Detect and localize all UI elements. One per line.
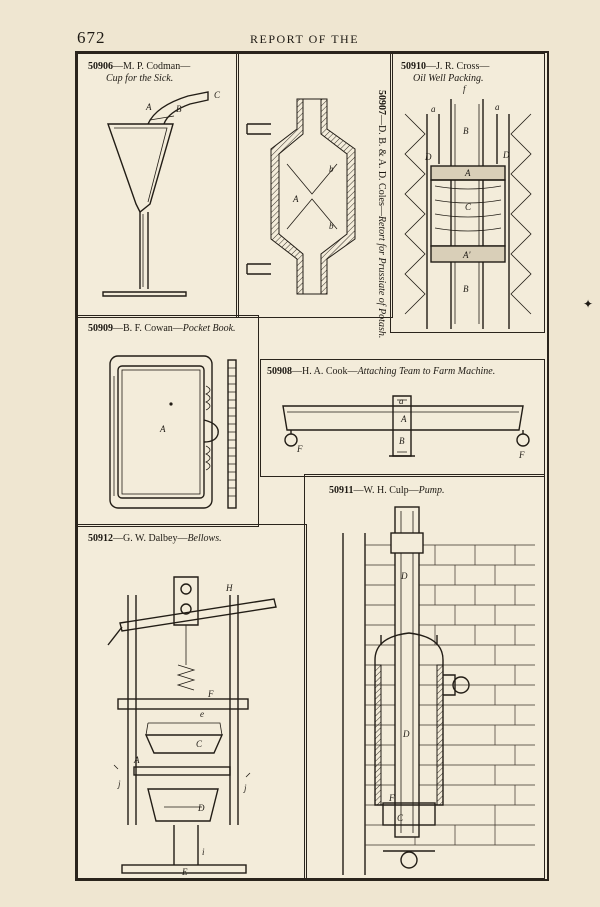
inventor-name: D. B. & A. D. Coles—	[376, 125, 387, 216]
figure-50910-panel: 50910—J. R. Cross— Oil Well Packing. f a…	[390, 53, 545, 333]
figure-50909-caption: 50909—B. F. Cowan—Pocket Book.	[88, 323, 253, 335]
cup-for-sick-drawing: A B C	[102, 90, 221, 297]
label-D: D	[424, 152, 432, 162]
patent-plate-frame: 50906—M. P. Codman— Cup for the Sick. A …	[75, 51, 549, 881]
label-f: f	[463, 84, 467, 94]
separator: —	[292, 366, 302, 377]
invention-title: Pump.	[418, 485, 445, 496]
label-B-lower: B	[463, 284, 469, 294]
invention-title: Bellows.	[187, 533, 222, 544]
label-D: D	[400, 571, 408, 581]
figure-50908-panel: 50908—H. A. Cook—Attaching Team to Farm …	[260, 359, 545, 477]
label-A: A	[145, 102, 152, 112]
label-B: B	[399, 436, 405, 446]
figure-50912-panel: 50912—G. W. Dalbey—Bellows.	[77, 524, 307, 879]
label-F: F	[207, 689, 214, 699]
label-B: B	[463, 126, 469, 136]
label-C: C	[397, 813, 404, 823]
label-A: A	[292, 194, 299, 204]
label-C: C	[196, 739, 203, 749]
invention-title: Pocket Book.	[182, 323, 236, 334]
ink-speck: ✦	[583, 297, 594, 311]
label-A: A	[464, 168, 471, 178]
running-header: REPORT OF THE	[250, 32, 360, 46]
label-B: B	[176, 104, 182, 114]
inventor-name: J. R. Cross—	[436, 61, 490, 72]
invention-title: Attaching Team to Farm Machine.	[357, 366, 496, 377]
figure-50907-caption: 50907—D. B. & A. D. Coles—Retort for Pru…	[375, 90, 387, 338]
page-number: 672	[77, 28, 106, 47]
label-D-lower: D	[402, 729, 410, 739]
separator: —	[353, 485, 364, 496]
inventor-name: M. P. Codman—	[123, 61, 191, 72]
label-C: C	[214, 90, 221, 100]
label-j-right: j	[243, 783, 247, 793]
retort-drawing: A b b	[246, 98, 356, 295]
figure-50911-caption: 50911—W. H. Culp—Pump.	[329, 485, 539, 497]
farm-machine-hitch-drawing: a A B F F	[282, 395, 530, 460]
label-e: e	[200, 709, 204, 719]
bellows-drawing: H F e C A j j D i E	[107, 576, 277, 877]
inventor-name: W. H. Culp—	[363, 485, 419, 496]
separator: —	[376, 115, 387, 125]
label-A-prime: A'	[462, 250, 471, 260]
separator: —	[113, 533, 123, 544]
label-F-right: F	[518, 450, 525, 460]
invention-title: Cup for the Sick.	[106, 73, 174, 84]
label-F: F	[296, 444, 303, 454]
figure-50909-panel: 50909—B. F. Cowan—Pocket Book. A	[77, 315, 259, 527]
label-a: a	[399, 396, 404, 406]
figure-50908-caption: 50908—H. A. Cook—Attaching Team to Farm …	[267, 366, 547, 378]
pocket-book-drawing: A	[109, 355, 237, 509]
label-E: E	[181, 867, 188, 877]
inventor-name: B. F. Cowan—	[123, 323, 183, 334]
label-A: A	[400, 414, 407, 424]
inventor-name: G. W. Dalbey—	[123, 533, 188, 544]
label-F: F	[388, 793, 395, 803]
separator: —	[113, 61, 123, 72]
figure-50906-panel: 50906—M. P. Codman— Cup for the Sick. A …	[77, 53, 239, 318]
figure-50911-panel: 50911—W. H. Culp—Pump. D D F	[304, 474, 545, 879]
oil-well-packing-drawing: f a a B D D A C A' B	[404, 84, 532, 329]
pump-drawing: D D F C	[342, 506, 535, 875]
figure-number: 50907	[376, 90, 387, 115]
separator: —	[113, 323, 123, 334]
label-C: C	[465, 202, 472, 212]
label-j: j	[117, 779, 121, 789]
label-b-lower: b	[329, 221, 334, 231]
separator: —	[426, 61, 436, 72]
label-b: b	[329, 164, 334, 174]
figure-50906-caption: 50906—M. P. Codman— Cup for the Sick.	[88, 61, 233, 85]
label-D-right: D	[502, 150, 510, 160]
invention-title: Retort for Prussiate of Potash.	[376, 215, 387, 339]
label-i: i	[202, 847, 205, 857]
figure-number: 50912	[88, 533, 113, 544]
label-H: H	[225, 583, 233, 593]
figure-number: 50909	[88, 323, 113, 334]
figure-50912-caption: 50912—G. W. Dalbey—Bellows.	[88, 533, 298, 545]
label-A: A	[133, 755, 140, 765]
figure-50907-panel: A b b 50907—D. B. & A. D. Coles—Retort f…	[236, 53, 393, 338]
invention-title: Oil Well Packing.	[413, 73, 484, 84]
label-A: A	[159, 424, 166, 434]
figure-number: 50911	[329, 485, 354, 496]
label-D: D	[197, 803, 205, 813]
label-a: a	[431, 104, 436, 114]
figure-50910-caption: 50910—J. R. Cross— Oil Well Packing.	[401, 61, 541, 85]
figure-number: 50910	[401, 61, 426, 72]
label-a-right: a	[495, 102, 500, 112]
figure-number: 50906	[88, 61, 113, 72]
inventor-name: H. A. Cook—	[302, 366, 358, 377]
figure-number: 50908	[267, 366, 292, 377]
